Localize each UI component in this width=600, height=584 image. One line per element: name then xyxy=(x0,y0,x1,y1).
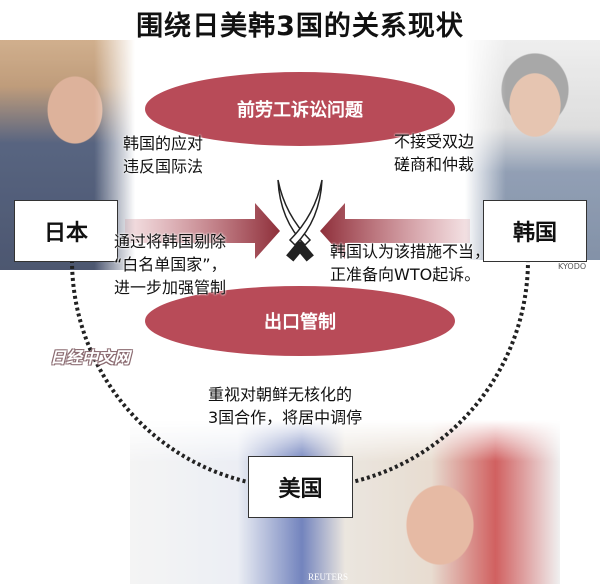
page-title: 围绕日美韩3国的关系现状 xyxy=(136,11,464,42)
issue-bottom-label: 出口管制 xyxy=(264,312,336,333)
watermark-logo: 日经中文网 xyxy=(50,348,131,367)
japan-arrow xyxy=(125,203,280,259)
korea-arrow xyxy=(320,203,470,259)
japan-bottom-statement: 通过将韩国剔除 “白名单国家”， 进一步加强管制 xyxy=(114,232,227,297)
issue-labor-lawsuit: 前劳工诉讼问题 xyxy=(145,72,455,146)
korea-bottom-statement: 韩国认为该措施不当， 正准备向WTO起诉。 xyxy=(330,242,491,284)
korea-top-statement: 不接受双边 磋商和仲裁 xyxy=(394,132,475,174)
crossed-swords-icon xyxy=(277,179,323,262)
kyodo-credit: KYODO xyxy=(558,262,587,271)
country-box-usa: 美国 xyxy=(248,456,353,518)
country-box-japan: 日本 xyxy=(14,200,118,262)
japan-top-statement: 韩国的应对 违反国际法 xyxy=(123,134,204,176)
korea-label: 韩国 xyxy=(512,221,557,246)
reuters-credit: REUTERS xyxy=(308,572,349,582)
usa-dotted-arc xyxy=(70,259,530,490)
japan-label: 日本 xyxy=(43,221,88,246)
usa-statement: 重视对朝鲜无核化的 3国合作，将居中调停 xyxy=(208,385,363,427)
usa-label: 美国 xyxy=(278,477,323,502)
issue-top-label: 前劳工诉讼问题 xyxy=(237,100,363,121)
country-box-korea: 韩国 xyxy=(483,200,587,262)
issue-export-control: 出口管制 xyxy=(145,286,455,356)
